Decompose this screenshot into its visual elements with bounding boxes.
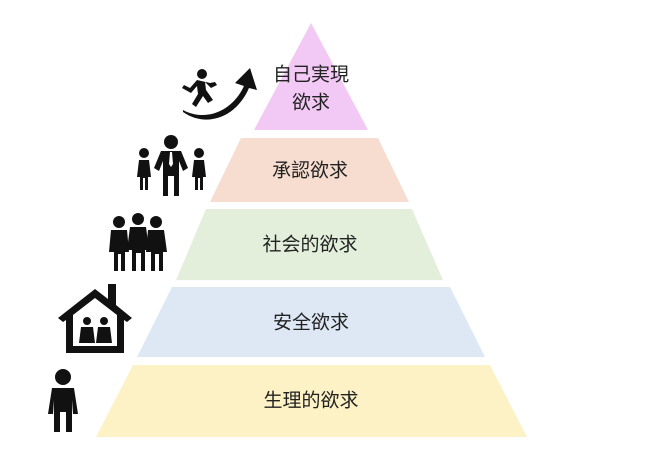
tier-social: 社会的欲求	[176, 209, 443, 280]
standing-person-icon	[48, 369, 78, 432]
tier-social-shape	[176, 209, 443, 280]
house-with-family-icon	[58, 284, 132, 353]
tier-self-actualization-label-line1: 自己実現	[273, 64, 349, 86]
tier-physiological: 生理的欲求	[96, 365, 527, 437]
tier-safety-shape	[137, 287, 485, 357]
tier-self-actualization: 自己実現 欲求	[254, 23, 368, 130]
leader-with-team-icon	[137, 135, 206, 196]
tier-esteem: 承認欲求	[210, 138, 409, 202]
tier-social-label: 社会的欲求	[262, 234, 357, 256]
tier-self-actualization-shape	[254, 23, 368, 130]
tier-safety-label: 安全欲求	[273, 312, 349, 334]
tier-esteem-shape	[210, 138, 409, 202]
tier-physiological-label: 生理的欲求	[263, 390, 358, 412]
tier-self-actualization-label-line2: 欲求	[292, 92, 330, 114]
running-person-arrow-icon	[182, 68, 257, 120]
tier-safety: 安全欲求	[137, 287, 485, 357]
tier-esteem-label: 承認欲求	[272, 160, 348, 182]
group-of-people-icon	[109, 213, 167, 271]
tier-physiological-shape	[96, 365, 527, 437]
